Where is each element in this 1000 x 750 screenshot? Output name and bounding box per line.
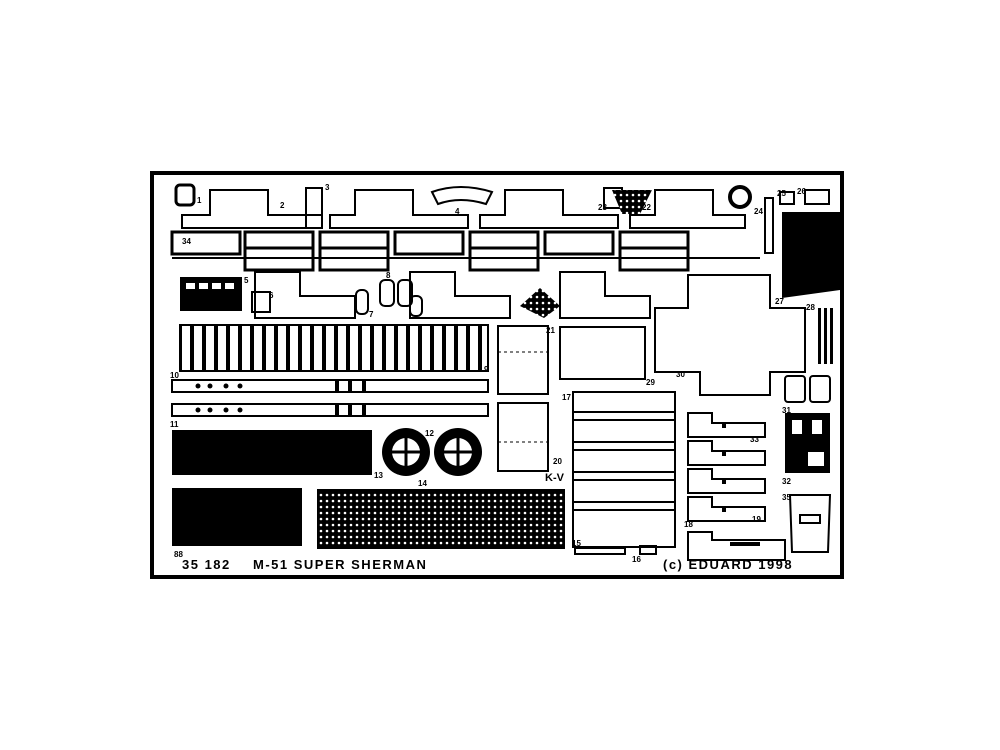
part-5 [180,277,242,311]
part-13 [172,430,372,475]
svg-text:28: 28 [806,303,815,312]
part-25 [779,191,795,205]
part-35 [788,494,832,553]
svg-text:21: 21 [546,326,555,335]
part-11 [171,403,489,417]
svg-text:34: 34 [182,237,191,246]
svg-text:1: 1 [197,196,202,205]
part-19-brackets [687,412,786,561]
hinge-bars [170,230,690,272]
svg-text:29: 29 [646,378,655,387]
part-28 [804,189,830,205]
manufacturer-mark: K-V [545,472,564,484]
svg-text:9: 9 [484,365,489,374]
svg-text:17: 17 [562,393,571,402]
part-3 [305,187,323,229]
svg-text:2: 2 [280,201,285,210]
part-1 [174,183,196,207]
part-4 [430,186,494,206]
copyright-text: (c) EDUARD 1998 [663,557,794,572]
part-16-small [639,545,657,555]
svg-text:19: 19 [752,515,761,524]
part-12-wheels [382,428,482,476]
svg-text:31: 31 [782,406,791,415]
part-22-upper [612,190,652,214]
fret-frame [150,171,844,579]
svg-text:7: 7 [369,310,374,319]
svg-text:35: 35 [782,493,791,502]
svg-text:20: 20 [553,457,562,466]
part-28-rods [818,308,833,364]
part-7-left [355,289,369,315]
svg-text:88: 88 [174,550,183,559]
part-20 [497,402,549,472]
svg-text:5: 5 [244,276,249,285]
part-27 [782,212,840,298]
svg-text:24: 24 [754,207,763,216]
part-14 [317,489,565,549]
svg-text:16: 16 [632,555,641,564]
part-17 [572,391,676,548]
svg-text:25: 25 [777,189,786,198]
part-10 [171,379,489,393]
part-6 [251,291,271,313]
svg-text:15: 15 [572,539,581,548]
part-88 [172,488,302,546]
svg-text:18: 18 [684,520,693,529]
part-26-ring [728,185,752,209]
svg-text:32: 32 [782,477,791,486]
svg-text:14: 14 [418,479,427,488]
part-29 [559,326,646,380]
part-labels: 1 2 3 4 5 6 7 8 9 10 11 12 13 14 15 16 1… [170,183,815,564]
svg-text:11: 11 [170,420,179,429]
kit-code: 35 182 [182,557,231,572]
part-8-left [379,279,395,307]
svg-text:27: 27 [775,297,784,306]
upper-guard-plates [181,189,746,229]
svg-text:6: 6 [269,291,274,300]
kit-name: M-51 SUPER SHERMAN [253,557,428,572]
part-8-right [397,279,413,307]
svg-text:22: 22 [642,203,651,212]
svg-text:33: 33 [750,435,759,444]
svg-text:10: 10 [170,371,179,380]
part-22-lower [520,288,560,318]
svg-text:12: 12 [425,429,434,438]
part-9 [179,324,489,372]
svg-text:26: 26 [797,187,806,196]
svg-text:4: 4 [455,207,460,216]
part-7-right [409,295,423,317]
svg-text:23: 23 [598,203,607,212]
part-31-right [809,375,831,403]
part-24 [764,197,774,254]
svg-text:30: 30 [676,370,685,379]
svg-text:13: 13 [374,471,383,480]
svg-text:3: 3 [325,183,330,192]
part-31-left [784,375,806,403]
svg-text:8: 8 [386,271,391,280]
part-21 [497,325,549,395]
lower-plates [254,271,651,319]
part-15 [574,547,626,555]
part-30 [654,274,806,396]
